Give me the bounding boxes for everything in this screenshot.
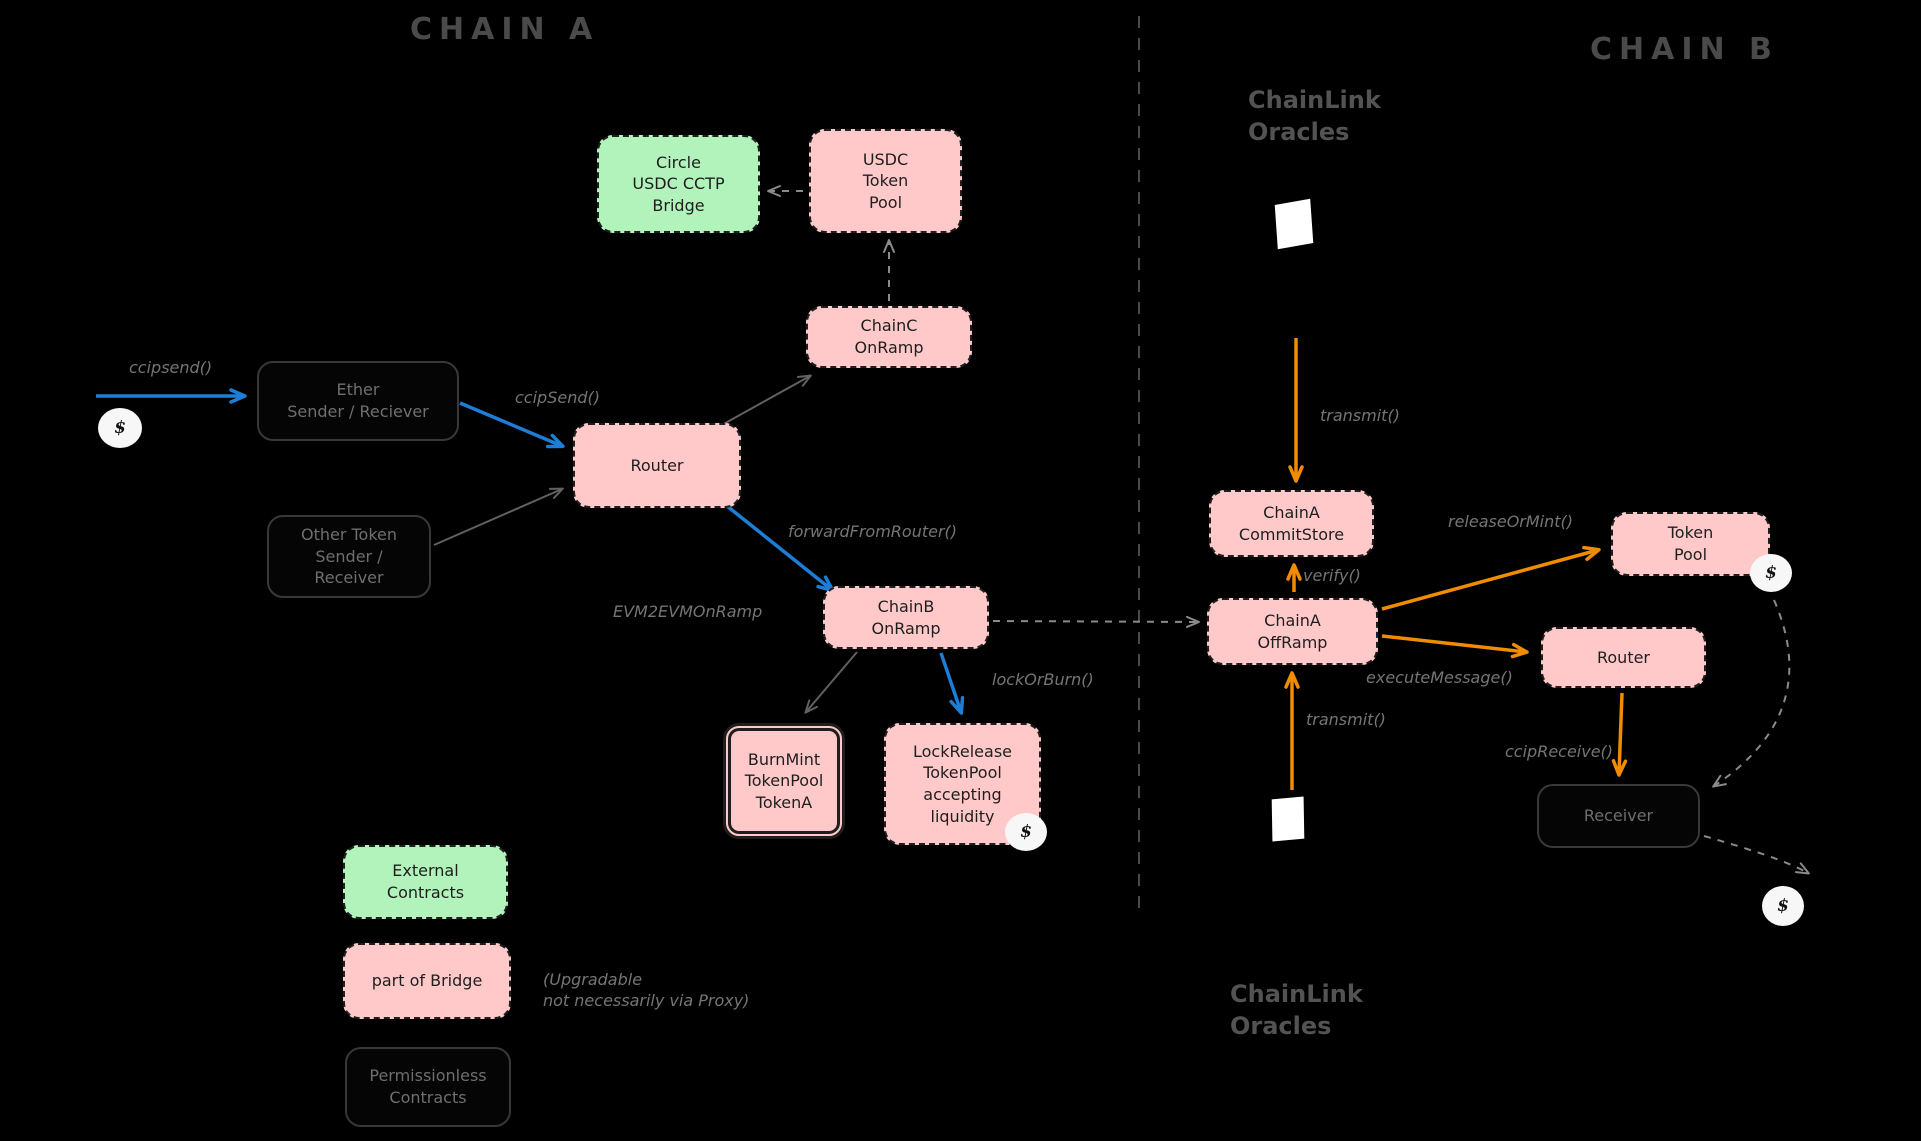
arrow-chainb-onramp-to-burnmint: [804, 651, 858, 714]
chainlink-oracles-bottom-label: ChainLink Oracles: [1230, 980, 1363, 1041]
node-router-chain-b: Router: [1541, 627, 1706, 688]
chain-a-title: CHAIN A: [410, 12, 600, 47]
label-forward-from-router: forwardFromRouter(): [788, 522, 958, 541]
oracle-node-icon-bottom: [1271, 796, 1305, 842]
chain-b-title: CHAIN B: [1590, 32, 1779, 67]
money-coin-sender: $: [98, 408, 142, 448]
legend-part-of-bridge: part of Bridge: [343, 943, 511, 1019]
arrow-token-pool-to-receiver: [1712, 599, 1791, 788]
arrow-ccip-receive: [1611, 692, 1628, 777]
arrow-chainb-onramp-to-offramp: [992, 615, 1200, 628]
label-release-or-mint: releaseOrMint(): [1448, 512, 1574, 531]
label-ccip-send: ccipSend(): [515, 388, 600, 407]
node-chainb-onramp: ChainB OnRamp: [823, 586, 989, 649]
node-router-chain-a: Router: [573, 423, 741, 508]
arrow-receiver-to-money: [1703, 835, 1810, 875]
oracle-node-icon-top: [1274, 198, 1314, 250]
node-token-pool-chain-b: Token Pool: [1611, 512, 1770, 576]
arrow-lockorburn: [939, 652, 965, 715]
label-lock-or-burn: lockOrBurn(): [992, 670, 1094, 689]
legend-permissionless-contracts: Permissionless Contracts: [345, 1047, 511, 1127]
node-circle-usdc-cctp-bridge: Circle USDC CCTP Bridge: [597, 135, 760, 233]
label-ccipsend: ccipsend(): [129, 358, 213, 377]
legend-external-contracts: External Contracts: [343, 845, 508, 919]
chainlink-oracles-top-label: ChainLink Oracles: [1248, 86, 1381, 147]
node-ether-sender-receiver: Ether Sender / Reciever: [257, 361, 459, 441]
node-burnmint-tokenpool: BurnMint TokenPool TokenA: [723, 723, 845, 839]
label-ccip-receive: ccipReceive(): [1505, 742, 1614, 761]
label-execute-message: executeMessage(): [1366, 668, 1513, 687]
node-chainc-onramp: ChainC OnRamp: [806, 306, 972, 368]
label-evm2evm-onramp: EVM2EVMOnRamp: [613, 602, 763, 621]
label-verify: verify(): [1303, 566, 1361, 585]
arrow-ether-to-router: [459, 401, 565, 449]
money-coin-lockrelease: $: [1005, 813, 1047, 851]
money-coin-token-pool: $: [1750, 554, 1792, 592]
node-other-token-sender-receiver: Other Token Sender / Receiver: [267, 515, 431, 598]
node-chaina-commitstore: ChainA CommitStore: [1209, 490, 1374, 557]
node-chaina-offramp: ChainA OffRamp: [1207, 598, 1378, 665]
legend-upgradable-note: (Upgradable not necessarily via Proxy): [543, 970, 750, 1010]
node-usdc-token-pool: USDC Token Pool: [809, 129, 962, 233]
arrow-other-token-to-router: [433, 487, 564, 546]
arrow-router-to-chainc-onramp: [719, 374, 812, 427]
label-transmit-bottom: transmit(): [1306, 710, 1386, 729]
arrow-release-or-mint: [1381, 545, 1601, 611]
arrow-router-to-chainb-onramp: [725, 504, 835, 593]
label-transmit-top: transmit(): [1320, 406, 1400, 425]
arrow-execute-message: [1381, 634, 1529, 659]
node-receiver: Receiver: [1537, 784, 1700, 848]
money-coin-receiver: $: [1762, 886, 1804, 926]
